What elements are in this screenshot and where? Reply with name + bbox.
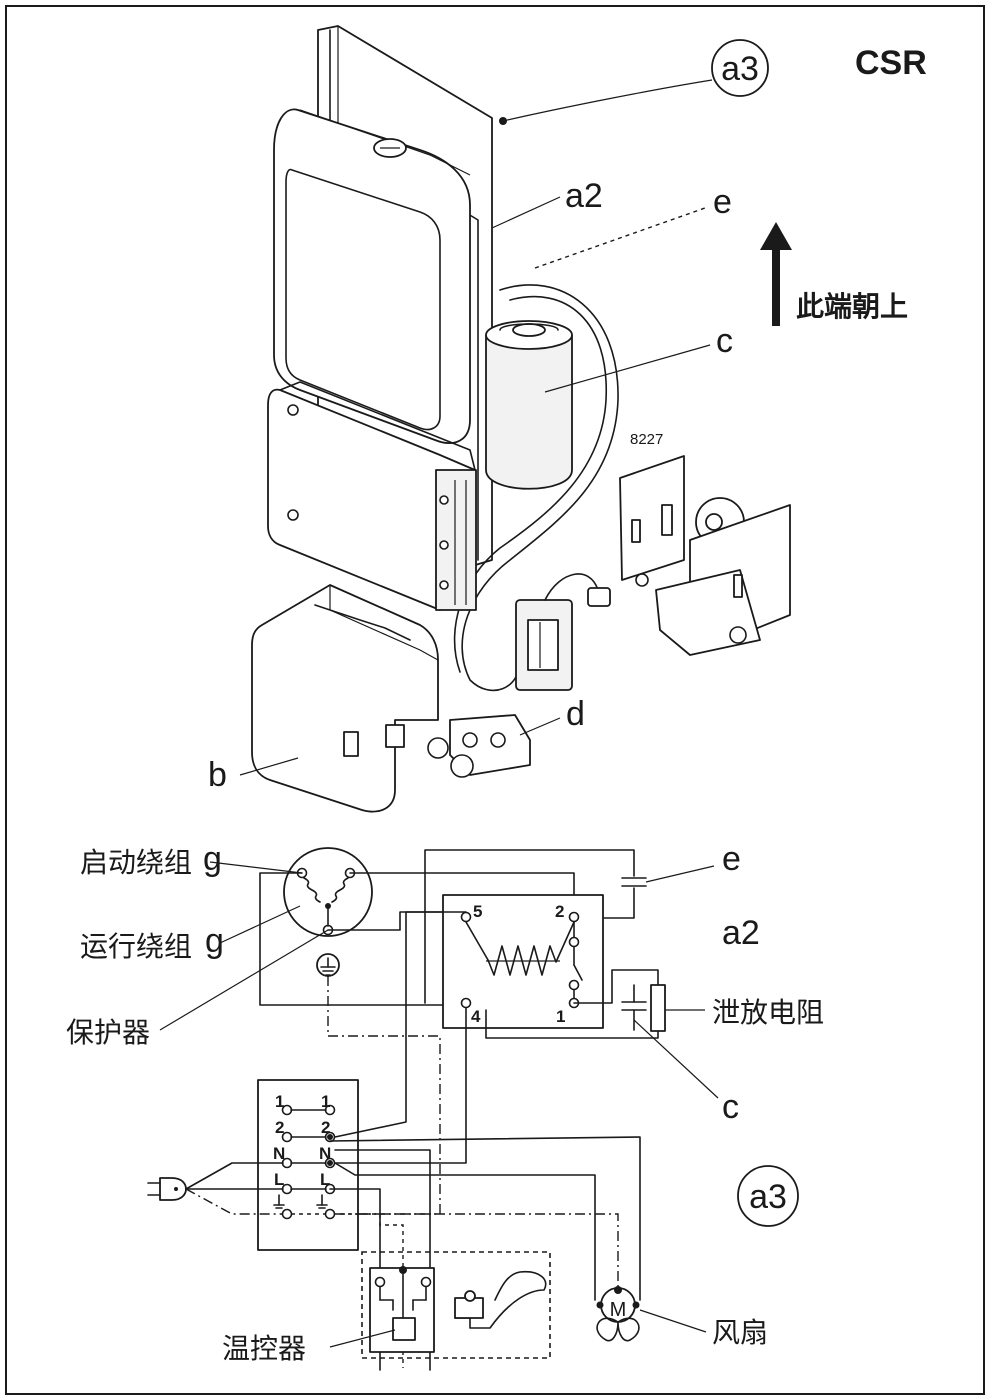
run-capacitor-c	[485, 969, 666, 1039]
control-box	[267, 381, 477, 611]
label-8227: 8227	[630, 431, 663, 448]
label-a3-lower-circle	[737, 1165, 799, 1227]
label-g1: g	[203, 840, 222, 878]
schematic: 5 2 4 1	[66, 840, 824, 1371]
label-a2-top: a2	[565, 177, 603, 215]
block-left-2: 2	[275, 1118, 284, 1137]
block-left-1: 1	[275, 1092, 284, 1111]
block-right-2: 2	[321, 1118, 330, 1137]
label-bleed-resistor: 泄放电阻	[712, 996, 824, 1029]
capacitor-c	[485, 320, 573, 490]
label-d: d	[566, 695, 585, 733]
cover-b	[251, 584, 439, 813]
relay-terminal-1: 1	[556, 1007, 565, 1026]
compressor-windings	[283, 847, 373, 937]
relay-terminal-5: 5	[473, 902, 482, 921]
label-g2: g	[205, 922, 224, 960]
label-b: b	[208, 756, 227, 794]
label-protector: 保护器	[66, 1016, 150, 1049]
relay-plug	[515, 573, 611, 691]
block-right-l: L	[320, 1170, 330, 1189]
terminal-block-a3	[257, 1079, 359, 1251]
label-a2-schematic: a2	[722, 914, 760, 952]
thermostat	[361, 1251, 551, 1359]
label-start-winding: 启动绕组	[80, 846, 192, 879]
label-a3-circle	[711, 39, 769, 97]
ground-icon	[316, 953, 340, 977]
label-c-schematic: c	[722, 1088, 739, 1126]
label-a3-top: a3	[721, 50, 759, 88]
page-frame	[5, 5, 985, 1395]
terminal-block-d	[427, 714, 531, 778]
block-right-1: 1	[321, 1092, 330, 1111]
relay-terminal-4: 4	[471, 1007, 481, 1026]
block-left-l: L	[274, 1170, 284, 1189]
title-csr: CSR	[855, 44, 927, 82]
label-a3-lower: a3	[749, 1178, 787, 1216]
label-fan: 风扇	[712, 1316, 768, 1349]
label-c-top: c	[716, 322, 733, 360]
label-e-top: e	[713, 183, 732, 221]
label-thermostat: 温控器	[222, 1332, 306, 1365]
up-arrow-icon	[760, 222, 792, 326]
relay-a2	[442, 894, 604, 1029]
orientation-note: 此端朝上	[796, 290, 908, 323]
plug-icon	[147, 1177, 187, 1201]
fan-icon: M	[596, 1286, 640, 1342]
label-run-winding: 运行绕组	[80, 930, 192, 963]
block-left-n: N	[273, 1144, 285, 1163]
bracket-8227	[619, 455, 791, 656]
label-e-schematic: e	[722, 840, 741, 878]
relay-terminal-2: 2	[555, 902, 564, 921]
fan-motor-symbol: M	[610, 1299, 627, 1321]
block-right-n: N	[319, 1144, 331, 1163]
exploded-view: a3 a2 e c d b 8227 此端朝上	[208, 25, 908, 813]
relay-cover	[273, 108, 471, 444]
